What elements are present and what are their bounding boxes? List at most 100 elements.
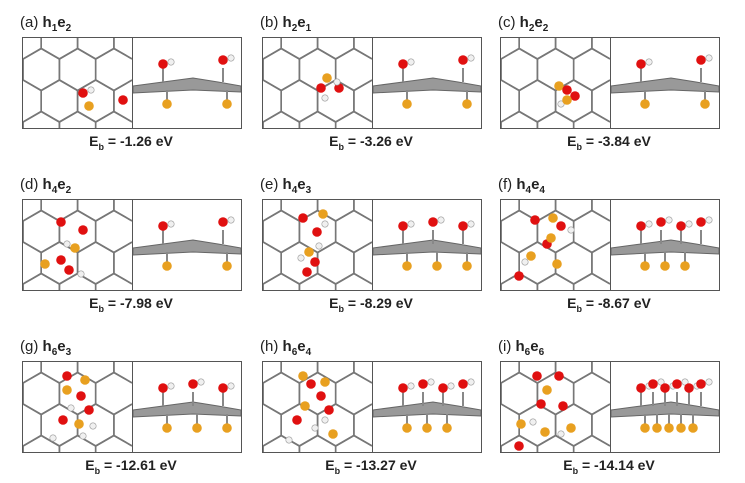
hydrogen-atom xyxy=(407,382,415,390)
oxygen-atom xyxy=(554,371,564,381)
sulfur-atom xyxy=(566,423,576,433)
oxygen-atom xyxy=(562,85,572,95)
panel-tag: (b) xyxy=(260,14,279,31)
oxygen-atom xyxy=(298,213,308,223)
sulfur-atom xyxy=(222,423,232,433)
hydrogen-atom xyxy=(557,100,565,108)
sulfur-atom xyxy=(402,423,412,433)
hydrogen-atom xyxy=(311,424,319,432)
hydrogen-atom xyxy=(87,86,95,94)
hydrogen-atom xyxy=(227,382,235,390)
structure-panel: (i) h6e6 Eb = -14.14 eV xyxy=(498,338,720,478)
h-count: 4 xyxy=(51,185,58,196)
hydrogen-atom xyxy=(685,220,693,228)
hydrogen-atom xyxy=(79,432,87,440)
energy-value: -3.26 eV xyxy=(359,133,413,149)
top-view xyxy=(501,200,611,290)
hydrogen-atom xyxy=(227,54,235,62)
sulfur-atom xyxy=(542,385,552,395)
oxygen-atom xyxy=(334,83,344,93)
panel-label: (g) h6e3 xyxy=(20,338,72,358)
panel-label: (h) h6e4 xyxy=(260,338,312,358)
oxygen-atom xyxy=(218,217,228,227)
h-count: 6 xyxy=(291,347,298,358)
hydrogen-atom xyxy=(407,220,415,228)
sulfur-atom xyxy=(526,251,536,261)
oxygen-atom xyxy=(398,59,408,69)
sulfur-atom xyxy=(676,423,686,433)
hydrogen-atom xyxy=(705,54,713,62)
sulfur-atom xyxy=(328,429,338,439)
sulfur-atom xyxy=(432,261,442,271)
oxygen-atom xyxy=(696,379,706,389)
sulfur-atom xyxy=(462,99,472,109)
binding-energy: Eb = -3.26 eV xyxy=(329,133,413,152)
hydrogen-atom xyxy=(321,220,329,228)
hydrogen-atom xyxy=(167,220,175,228)
sulfur-atom xyxy=(80,375,90,385)
sulfur-atom xyxy=(640,261,650,271)
oxygen-atom xyxy=(514,271,524,281)
oxygen-atom xyxy=(660,383,670,393)
sulfur-atom xyxy=(680,261,690,271)
binding-energy: Eb = -12.61 eV xyxy=(85,457,177,476)
side-view xyxy=(373,378,481,433)
graphene-lattice xyxy=(501,38,610,128)
sulfur-atom xyxy=(554,81,564,91)
binding-energy: Eb = -14.14 eV xyxy=(563,457,655,476)
oxygen-atom xyxy=(62,371,72,381)
oxygen-atom xyxy=(636,221,646,231)
sulfur-atom xyxy=(298,371,308,381)
e-count: 3 xyxy=(305,185,312,196)
h-count: 6 xyxy=(51,347,58,358)
hydrogen-atom xyxy=(447,382,455,390)
energy-value: -3.84 eV xyxy=(597,133,651,149)
side-view xyxy=(373,54,481,109)
sulfur-atom xyxy=(402,99,412,109)
sulfur-atom xyxy=(640,423,650,433)
hydrogen-atom xyxy=(427,378,435,386)
oxygen-atom xyxy=(306,379,316,389)
panel-label: (f) h4e4 xyxy=(498,176,545,196)
hydrogen-atom xyxy=(227,216,235,224)
side-view xyxy=(373,216,481,271)
hydrogen-atom xyxy=(557,430,565,438)
graphene-sheet-side xyxy=(611,401,719,418)
hydrogen-atom xyxy=(167,58,175,66)
panel-label: (a) h1e2 xyxy=(20,14,72,34)
oxygen-atom xyxy=(514,441,524,451)
oxygen-atom xyxy=(312,227,322,237)
sulfur-atom xyxy=(222,261,232,271)
side-view xyxy=(133,54,241,109)
oxygen-atom xyxy=(78,88,88,98)
sulfur-atom xyxy=(300,401,310,411)
oxygen-atom xyxy=(556,221,566,231)
oxygen-atom xyxy=(648,379,658,389)
hydrogen-atom xyxy=(89,422,97,430)
hydrogen-atom xyxy=(67,404,75,412)
oxygen-atom xyxy=(536,399,546,409)
oxygen-atom xyxy=(684,383,694,393)
hydrogen-atom xyxy=(665,216,673,224)
hydrogen-atom xyxy=(297,254,305,262)
sulfur-atom xyxy=(318,209,328,219)
panel-label: (c) h2e2 xyxy=(498,14,549,34)
panel-tag: (c) xyxy=(498,14,516,31)
graphene-sheet-side xyxy=(373,77,481,94)
panel-tag: (d) xyxy=(20,176,39,193)
sulfur-atom xyxy=(74,419,84,429)
side-view xyxy=(133,216,241,271)
structure-panel: (f) h4e4 Eb = -8.67 eV xyxy=(498,176,720,316)
graphene-sheet-side xyxy=(133,401,241,418)
graphene-sheet-side xyxy=(133,77,241,94)
panel-label: (e) h4e3 xyxy=(260,176,312,196)
sulfur-atom xyxy=(162,99,172,109)
structure-panel: (b) h2e1 Eb = -3.26 eV xyxy=(260,14,482,154)
oxygen-atom xyxy=(458,221,468,231)
structure-panel: (g) h6e3 Eb = -12.61 eV xyxy=(20,338,242,478)
hydrogen-atom xyxy=(437,216,445,224)
sulfur-atom xyxy=(552,259,562,269)
binding-energy: Eb = -8.29 eV xyxy=(329,295,413,314)
energy-value: -13.27 eV xyxy=(356,457,417,473)
sulfur-atom xyxy=(62,385,72,395)
